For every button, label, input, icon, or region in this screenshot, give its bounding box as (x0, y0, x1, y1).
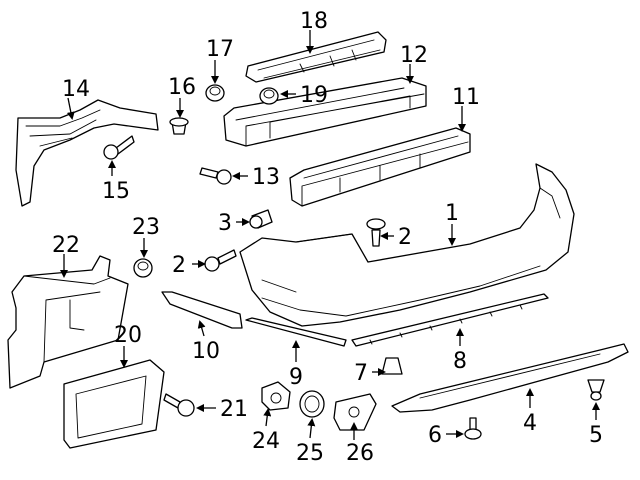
callout-23: 23 (132, 215, 160, 240)
part-22-carrier (7, 255, 129, 389)
callout-13: 13 (252, 165, 280, 190)
nut-23 (133, 258, 153, 278)
callout-21: 21 (220, 397, 248, 422)
callout-10: 10 (192, 339, 220, 364)
clip-3 (249, 209, 273, 229)
callout-19: 19 (300, 83, 328, 108)
part-26-sensor-bracket (333, 393, 377, 431)
callout-8: 8 (453, 349, 467, 374)
callout-labels: 1 2 2 3 4 5 6 7 8 9 10 11 12 13 14 15 16… (52, 9, 603, 466)
clip-16 (169, 117, 189, 135)
callout-26: 26 (346, 441, 374, 466)
bolt-2-upper (366, 218, 386, 247)
bolt-15 (103, 135, 135, 160)
part-8-molding (351, 293, 549, 347)
callout-4: 4 (523, 411, 537, 436)
callout-9: 9 (289, 365, 303, 390)
part-14-side-bracket (15, 99, 159, 207)
part-12-reinforcement (223, 77, 427, 147)
callout-3: 3 (218, 211, 232, 236)
bolt-21 (163, 393, 195, 417)
callout-2-upper: 2 (398, 225, 412, 250)
nut-19 (259, 87, 279, 105)
part-11-absorber (289, 127, 471, 207)
callout-6: 6 (428, 423, 442, 448)
bolt-13 (199, 167, 232, 185)
part-9-strip (245, 317, 347, 347)
callout-18: 18 (300, 9, 328, 34)
callout-5: 5 (589, 423, 603, 448)
callout-1: 1 (445, 201, 459, 226)
callout-11: 11 (452, 85, 480, 110)
callout-17: 17 (206, 37, 234, 62)
clip-7 (381, 357, 403, 375)
callout-25: 25 (296, 441, 324, 466)
callout-16: 16 (168, 75, 196, 100)
callout-20: 20 (114, 323, 142, 348)
bolt-2-lower (204, 249, 237, 272)
part-18-bracket (245, 31, 387, 83)
part-24-sensor-holder (261, 381, 291, 411)
callout-2-lower: 2 (172, 253, 186, 278)
bolt-6 (464, 417, 482, 440)
part-4-diffuser (391, 343, 629, 413)
leader-lines (60, 30, 600, 440)
callout-7: 7 (354, 361, 368, 386)
part-25-sensor (299, 390, 325, 418)
callout-24: 24 (252, 429, 280, 454)
callout-15: 15 (102, 179, 130, 204)
callout-12: 12 (400, 43, 428, 68)
clip-5 (587, 379, 605, 401)
callout-22: 22 (52, 233, 80, 258)
part-10-trim (161, 291, 243, 329)
nut-17 (205, 84, 225, 102)
callout-14: 14 (62, 77, 90, 102)
part-1-bumper-cover (239, 163, 575, 327)
part-20-module (63, 359, 165, 449)
